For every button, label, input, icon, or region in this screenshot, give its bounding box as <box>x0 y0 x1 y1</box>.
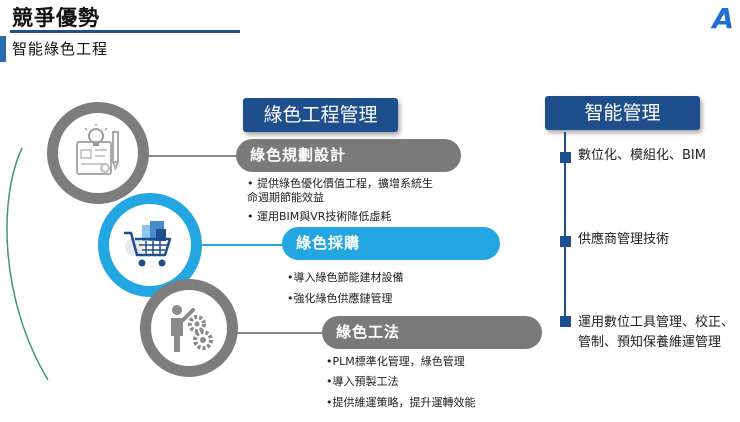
green-procurement-pill: 綠色採購 <box>282 227 500 260</box>
company-logo: A <box>712 2 734 35</box>
bullet-text: • 提供綠色優化價值工程，擴增系統生 <box>247 177 433 190</box>
smart-item-marker <box>560 152 571 163</box>
connector-2 <box>200 244 286 246</box>
green-mgmt-heading: 綠色工程管理 <box>243 98 398 132</box>
bullet-text: • 運用BIM與VR技術降低虛耗 <box>247 210 392 223</box>
connector-1 <box>147 155 239 157</box>
bullet-text: •提供維運策略，提升運轉效能 <box>326 396 476 409</box>
blueprint-lightbulb-icon <box>76 124 119 175</box>
bullet-text: •強化綠色供應鏈管理 <box>287 292 393 305</box>
smart-mgmt-timeline <box>564 132 566 324</box>
green-construction-pill: 綠色工法 <box>322 316 542 349</box>
green-planning-circle <box>47 102 149 204</box>
bullet-text: •導入綠色節能建材設備 <box>287 271 404 284</box>
smart-item-marker <box>560 316 571 327</box>
green-construction-circle <box>140 279 238 377</box>
smart-item-digital-tools: 運用數位工具管理、校正、 管制、預知保養維運管理 <box>578 313 734 353</box>
smart-item-line: 運用數位工具管理、校正、 <box>578 315 735 330</box>
title-underline <box>10 30 240 33</box>
smart-mgmt-heading: 智能管理 <box>545 96 700 130</box>
page-title: 競爭優勢 <box>12 6 100 30</box>
smart-item-supplier: 供應商管理技術 <box>578 230 669 250</box>
smart-item-line: 數位化、模組化、BIM <box>578 148 706 163</box>
green-planning-pill: 綠色規劃設計 <box>236 139 461 172</box>
worker-gears-icon <box>171 305 213 352</box>
green-procurement-circle <box>98 193 202 297</box>
smart-item-marker <box>560 236 571 247</box>
bullet-text: •導入預製工法 <box>326 375 399 388</box>
shopping-cart-icon <box>124 221 172 267</box>
bullet-text: •PLM標準化管理，綠色管理 <box>326 355 465 368</box>
smart-item-digitization: 數位化、模組化、BIM <box>578 146 706 166</box>
subtitle-accent-bar <box>0 36 6 62</box>
connector-3 <box>236 332 324 334</box>
smart-item-line: 管制、預知保養維運管理 <box>578 335 722 350</box>
bullet-text: 命週期節能效益 <box>247 191 324 204</box>
smart-item-line: 供應商管理技術 <box>578 232 670 247</box>
page-subtitle: 智能綠色工程 <box>12 40 109 58</box>
